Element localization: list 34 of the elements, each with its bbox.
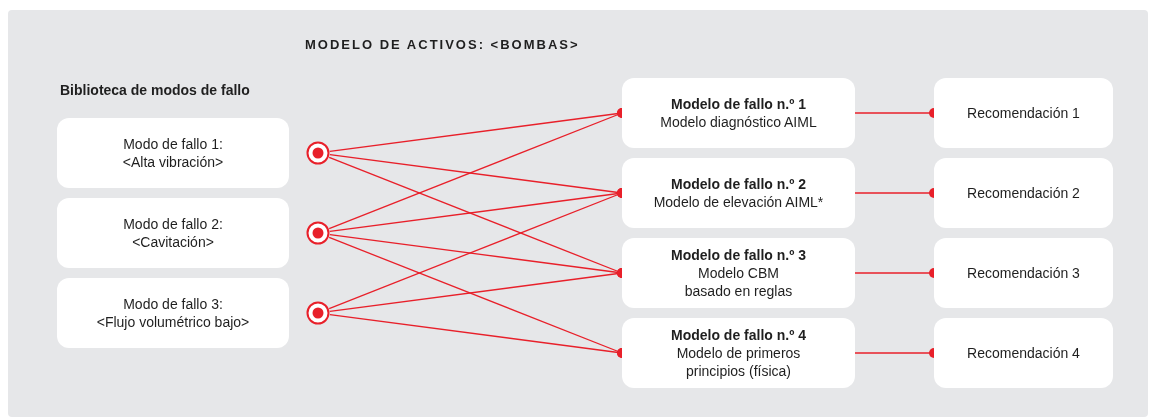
recommendation-box bbox=[934, 78, 1113, 148]
box-text: Recomendación 4 bbox=[967, 344, 1080, 362]
box-text: Modelo diagnóstico AIML bbox=[660, 113, 817, 131]
box-text: Modo de fallo 2: bbox=[123, 215, 223, 233]
box-text: Recomendación 3 bbox=[967, 264, 1080, 282]
target-circle bbox=[306, 221, 330, 245]
box-heading: Modelo de fallo n.º 1 bbox=[671, 95, 806, 113]
box-heading: Modelo de fallo n.º 2 bbox=[671, 175, 806, 193]
recommendation-box bbox=[934, 318, 1113, 388]
box-text: <Cavitación> bbox=[132, 233, 214, 251]
box-text: <Alta vibración> bbox=[122, 153, 224, 171]
recommendation-box bbox=[934, 238, 1113, 308]
box-heading: Modelo de fallo n.º 3 bbox=[671, 246, 806, 264]
box-text: Modo de fallo 3: bbox=[123, 295, 223, 313]
box-text: Recomendación 1 bbox=[967, 104, 1080, 122]
box-text: <Flujo volumétrico bajo> bbox=[96, 313, 250, 331]
box-text: Modelo de primeros principios (física) bbox=[675, 344, 802, 380]
box-heading: Modelo de fallo n.º 4 bbox=[671, 326, 806, 344]
model-box bbox=[622, 78, 855, 148]
failure-mode-box bbox=[57, 278, 289, 348]
target-circle bbox=[306, 141, 330, 165]
diagram-title: MODELO DE ACTIVOS: <BOMBAS> bbox=[305, 37, 580, 52]
model-box bbox=[622, 318, 855, 388]
box-text: Modelo CBM basado en reglas bbox=[683, 264, 794, 300]
box-text: Modelo de elevación AIML* bbox=[653, 193, 824, 211]
model-box bbox=[622, 238, 855, 308]
model-box bbox=[622, 158, 855, 228]
box-text: Modo de fallo 1: bbox=[123, 135, 223, 153]
target-circle bbox=[306, 301, 330, 325]
failure-mode-box bbox=[57, 118, 289, 188]
recommendation-box bbox=[934, 158, 1113, 228]
box-text: Recomendación 2 bbox=[967, 184, 1080, 202]
failure-mode-box bbox=[57, 198, 289, 268]
section-heading: Biblioteca de modos de fallo bbox=[60, 82, 250, 98]
